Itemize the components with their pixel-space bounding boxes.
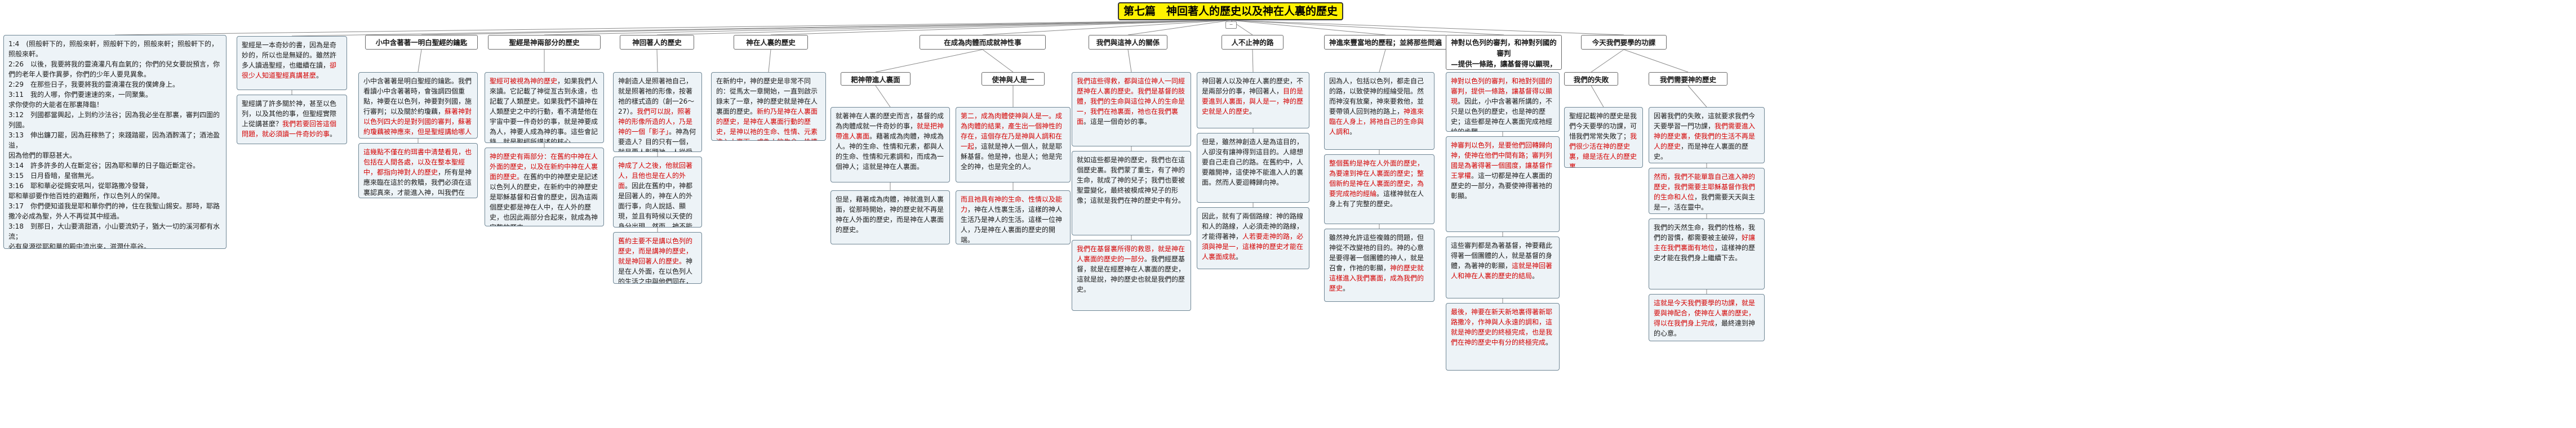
topic-minor-prophets-key[interactable]: 小中含著著一明白聖經的鑰匙: [365, 35, 478, 50]
need-history-note-4: 這就是今天我們要學的功課，就是要與神配合，使神在人裏的歷史，得以在我們身上完成，…: [1649, 294, 1765, 341]
bring-god-into-man-note-1: 就著神在人裏的歷史而言，基督的成為肉體成就一件奇妙的事，就是把神帶進人裏面。藉著…: [830, 107, 950, 182]
relation-note-3: 我們在基督裏所得的救恩，就是神在人裏面的歷史的一部分。我們經歷基督，就是在經歷神…: [1072, 240, 1191, 311]
subtopic-god-and-man-one[interactable]: 使神與人是一: [981, 72, 1045, 86]
scripture-reference-box: 1:4 (照般軒下的，照般來軒，照般軒下的，照般來軒；照般軒下的，照般來軒。 2…: [3, 35, 226, 249]
collapse-toggle-root[interactable]: −: [1225, 21, 1237, 29]
god-in-man-note: 在新約中，神的歷史是非常不同的：從馬太一章開始，一直到啟示錄末了一章，神的歷史就…: [711, 72, 826, 141]
judgments-note-4: 最後，神要在新天新地裏得著新耶路撒冷，作神與人永遠的調和，這就是神的歷史的終極完…: [1446, 303, 1560, 371]
god-with-man-note-3: 舊約主要不是講以色列的歷史，而是講神的歷史，就是神回著人的歷史。神是在人外面，在…: [613, 232, 702, 284]
way-of-man-note-3: 因此，就有了兩個路線：神的路線和人的路線，人必須走神的路線，才能得著神，人若要走…: [1197, 207, 1309, 269]
judgments-note-3: 這些審判都是為著基督，神要藉此得著一個團體的人，就是基督的身體，為著神的彰顯，這…: [1446, 237, 1560, 298]
page-title: 第七篇 神回著人的歷史以及神在人裏的歷史: [1118, 2, 1343, 20]
minor-prophets-note-2: 這幾點不僅在約珥書中清楚看見，也包括在人間各處，以及在整本聖經中，都指向神對人的…: [358, 143, 478, 198]
bring-god-into-man-note-2: 但是，藉著成為肉體，神就進到人裏面，從那時開始，神的歷史就不再是神在人外面的歷史…: [830, 190, 950, 244]
topic-way-of-man[interactable]: 人不止神的路: [1222, 35, 1283, 50]
need-history-note-2: 然而，我們不能單靠自己進入神的歷史，我們需要主耶穌基督作我們的生命和人位，我們需…: [1649, 168, 1765, 214]
bible-intro-note: 聖經是一本奇妙的書，因為是奇妙的，所以也是無疑的。雖然許多人讀過聖經，也繼續在讀…: [237, 36, 347, 90]
topic-god-with-man[interactable]: 神回著人的歷史: [620, 35, 694, 50]
god-comes-in-note-2: 整個舊約是神在人外面的歷史，為要達到神在人裏面的歷史；整個新約是神在人裏面的歷史…: [1324, 154, 1434, 224]
relation-note-1: 我們這些得救，都與這位神人一同經歷神在人裏的歷史。我們是基督的肢體，我們的生命與…: [1072, 72, 1191, 146]
god-and-man-one-note-2: 而且祂具有神的生命、性情以及能力，神在人性裏生活，這樣的神人生活乃是神人的生活。…: [956, 190, 1071, 244]
god-and-man-one-note-1: 第二，成為肉體使神與人是一。成為肉體的結果，產生出一個神性的存在，這個存在乃是神…: [956, 107, 1071, 182]
subtopic-our-failure[interactable]: 我們的失敗: [1564, 72, 1618, 86]
subtopic-need-gods-history[interactable]: 我們需要神的歷史: [1649, 72, 1727, 86]
subtopic-bring-god-into-man[interactable]: 耙神帶進人裏面: [841, 72, 911, 86]
topic-lessons-today[interactable]: 今天我們要學的功課: [1581, 35, 1667, 50]
way-of-man-note-1: 神回著人以及神在人裏的歷史，不是兩部分的事，神回著人，目的是要進到人裏面，與人是…: [1197, 72, 1309, 128]
topic-god-in-man[interactable]: 神在人裏的歷史: [734, 35, 808, 50]
topic-incarnation[interactable]: 在成為肉體而成就神性事: [920, 35, 1046, 50]
god-with-man-note-1: 神創造人是照著祂自己，就是照著祂的形像，按著祂的樣式造的（創一26～27）。我們…: [613, 72, 702, 152]
topic-two-histories[interactable]: 聖經是神兩部分的歷史: [488, 35, 601, 50]
two-histories-note-1: 聖經可被視為神的歷史，如果我們人來讀。它記載了神從亙古到永遠，也記載了人類歷史。…: [485, 72, 604, 143]
need-history-note-3: 我們的天然生命，我們的性格，我們的習慣，都需要被主破碎，好讓主在我們裏面有地位，…: [1649, 219, 1765, 289]
minor-prophets-note-1: 小中含著著是明白聖經的鑰匙。我們看讀小中含著著時，會強調四個重點，神要在以色列，…: [358, 72, 478, 139]
judgments-note-2: 神審判以色列，是要他們回轉歸向神，使神在他們中間有路；審判列國是為著得著一個國度…: [1446, 136, 1560, 232]
two-histories-note-2: 神的歷史有兩部分：在舊約中神在人外面的歷史，以及在新約中神在人裏面的歷史。在舊約…: [485, 148, 604, 226]
god-with-man-note-2: 神成了人之後，他就回著人，且他也是在人的外面。因此在舊約中，神都是回著人的，神在…: [613, 157, 702, 228]
topic-relation-with-god-man[interactable]: 我們與這神人的關係: [1089, 35, 1167, 50]
judgments-note-1: 神對以色列的審判，和祂對列國的審判，提供一條路，讓基督得以顯現。因此，小中含著著…: [1446, 72, 1560, 132]
topic-judgments[interactable]: 神對以色列的審判，和神對列國的審判 —提供一條路，讓基督得以顯現，為著應許了神的…: [1446, 35, 1562, 70]
our-failure-note: 聖經記載神的歷史是我們今天要學的功課，可惜我們常常失敗了；我們很少活在神的歷史裏…: [1564, 107, 1643, 168]
god-comes-in-note-1: 因為人，包括以色列，都走自己的路，以致使神的經綸受阻。然而神沒有放棄，神來要救他…: [1324, 72, 1434, 150]
relation-note-2: 就如這些都是神的歷史，我們也在這個歷史裏。我們蒙了重生，有了神的生命，就成了神的…: [1072, 151, 1191, 235]
need-history-note-1: 因著我們的失敗，這就要求我們今天要學習一門功課，我們需要進入神的歷史裏，使我們的…: [1649, 107, 1765, 163]
way-of-man-note-2: 但是，雖然神創造人是為這目的，人卻沒有讓神得到這目的。人總想要自己走自己的路。在…: [1197, 133, 1309, 203]
god-comes-in-note-3: 雖然神允許這些複雜的問題，但神從不改變祂的目的。神的心意是要得著一個團體的神人，…: [1324, 229, 1434, 302]
bible-question-note: 聖經講了許多關於神，甚至以色列，以及其他的事，但聖經實際上從講甚麼？我們若要回答…: [237, 95, 347, 144]
topic-god-comes-in[interactable]: 神進來豐富地的歷程；並將那些問遍: [1324, 35, 1447, 50]
